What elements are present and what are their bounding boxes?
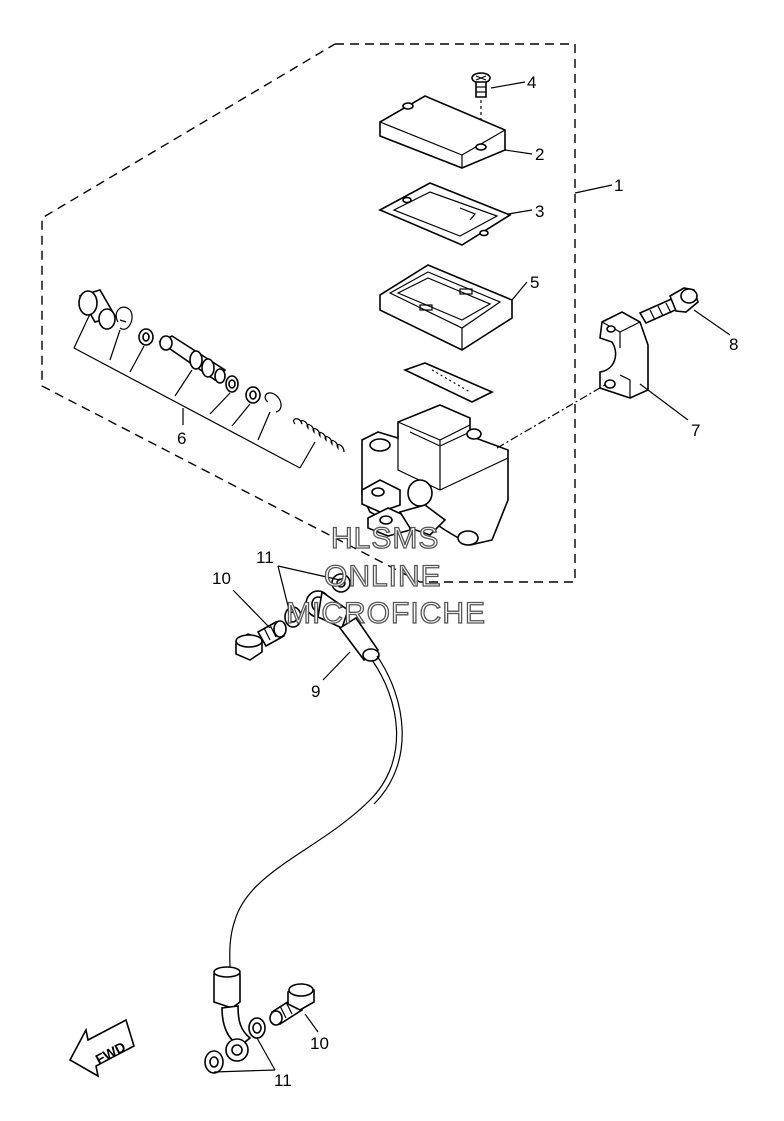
watermark-line-1: HLSMS <box>331 522 439 555</box>
alignment-line <box>496 384 606 449</box>
part-reservoir-cap <box>379 95 506 169</box>
callout-leaders <box>213 81 731 1073</box>
assembly-boundary <box>41 43 576 583</box>
part-brake-hose <box>229 655 403 969</box>
callout-10-upper: 10 <box>212 569 231 588</box>
part-clamp-bolt <box>638 287 699 325</box>
part-upper-banjo-fitting <box>284 573 380 662</box>
callout-11-upper: 11 <box>256 548 274 567</box>
watermark-line-2: ONLINE <box>324 560 442 593</box>
part-clamp <box>599 311 649 399</box>
part-banjo-bolt-lower <box>269 983 315 1026</box>
callout-9: 9 <box>311 682 320 701</box>
part-baffle <box>402 362 494 403</box>
callout-11-lower: 11 <box>274 1071 292 1090</box>
callout-labels: 1 2 3 4 5 6 7 8 9 10 11 10 11 <box>177 73 738 1090</box>
callout-10-lower: 10 <box>310 1034 329 1053</box>
callout-5: 5 <box>530 273 539 292</box>
callout-6: 6 <box>177 429 186 448</box>
part-diaphragm <box>379 264 513 351</box>
part-lower-hose-fitting <box>204 966 266 1074</box>
fwd-arrow-icon: FWD <box>68 1018 135 1078</box>
callout-1: 1 <box>614 176 623 195</box>
part-screw <box>471 72 491 145</box>
callout-7: 7 <box>691 421 700 440</box>
watermark-line-3: MICROFICHE <box>286 597 486 630</box>
callout-4: 4 <box>527 73 536 92</box>
leader-6 <box>73 313 316 469</box>
callout-3: 3 <box>535 202 544 221</box>
callout-8: 8 <box>729 335 738 354</box>
callout-2: 2 <box>535 145 544 164</box>
part-plate <box>378 182 512 246</box>
watermark: HLSMS ONLINE MICROFICHE <box>285 521 486 630</box>
part-banjo-bolt-upper <box>235 620 287 661</box>
part-master-cylinder-body <box>361 404 509 546</box>
part-piston-kit <box>78 289 345 453</box>
